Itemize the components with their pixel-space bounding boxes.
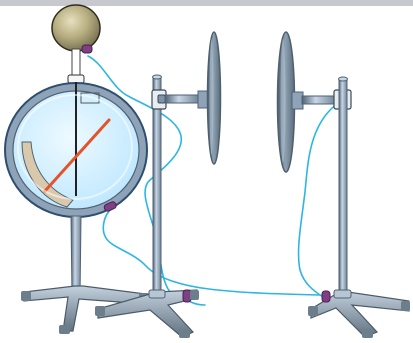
left-stand-foot-right <box>190 290 199 300</box>
right-stand-rod <box>338 78 348 298</box>
left-stand-clamp-knob <box>157 94 166 104</box>
electroscope-needle <box>43 118 111 193</box>
wire-electroscope-case-to-right-stand <box>102 207 320 296</box>
electroscope-foot-front <box>59 325 70 334</box>
electroscope-neck <box>71 48 81 78</box>
right-capacitor-plate-highlight <box>280 39 286 163</box>
left-capacitor-plate-highlight <box>209 39 214 155</box>
left-stand-foot-left <box>95 306 105 316</box>
left-stand-base-collar <box>148 289 166 299</box>
left-capacitor-stand <box>95 31 222 338</box>
electroscope-top-socket <box>67 74 85 84</box>
right-capacitor-stand <box>276 31 410 338</box>
right-stand-foot-left <box>308 306 318 316</box>
electroscope-scale <box>21 141 74 208</box>
left-stand-clip <box>182 289 192 303</box>
right-stand-base-collar <box>333 289 352 299</box>
left-capacitor-plate <box>206 31 222 165</box>
right-stand-foot-front <box>362 329 373 338</box>
right-stand-foot-right <box>401 301 410 311</box>
wire-right-stand-loop <box>297 100 342 298</box>
left-stand-foot-front <box>179 329 190 338</box>
right-stand-arm <box>301 95 337 105</box>
wire-sphere-to-left-stand <box>87 55 198 299</box>
electroscope-sphere <box>51 4 101 52</box>
top-strip <box>0 0 413 6</box>
left-stand-arm <box>164 94 200 104</box>
left-stand-rod <box>152 76 162 298</box>
right-stand-plate-hub <box>291 91 304 110</box>
electroscope-side-clip <box>103 201 117 212</box>
electroscope-glass-highlight <box>17 94 133 200</box>
electroscope-top-bracket <box>80 92 100 104</box>
right-stand-top-cap <box>338 76 348 82</box>
right-stand-clip <box>321 290 331 303</box>
electroscope <box>4 4 149 334</box>
electroscope-top-clip <box>81 44 93 54</box>
connecting-wires <box>87 55 342 306</box>
left-stand-top-cap <box>152 74 162 80</box>
electroscope-foot-left <box>21 291 31 301</box>
